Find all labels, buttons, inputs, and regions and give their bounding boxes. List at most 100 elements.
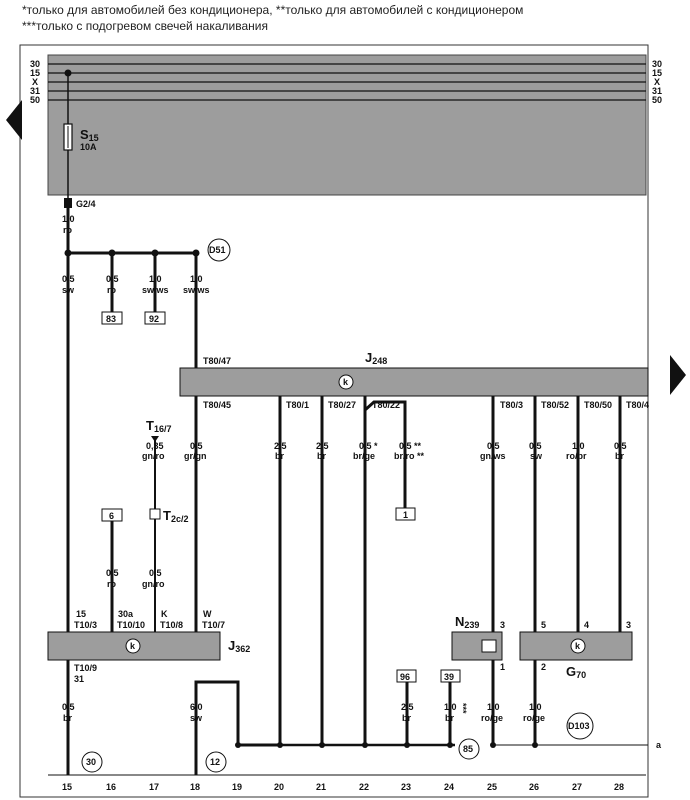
column-number: 20 bbox=[274, 782, 284, 792]
j248-pin: T80/52 bbox=[541, 400, 569, 410]
column-number: 28 bbox=[614, 782, 624, 792]
branch-3-color: sw/ws bbox=[142, 285, 169, 295]
column-number: 18 bbox=[190, 782, 200, 792]
j362-pin: T10/8 bbox=[160, 620, 183, 630]
j362-pin: T10/3 bbox=[74, 620, 97, 630]
wire-color: ro/ge bbox=[523, 713, 545, 723]
wire-color: br bbox=[402, 713, 411, 723]
column-number: 15 bbox=[62, 782, 72, 792]
n239-pin-out: 1 bbox=[500, 662, 505, 672]
rail-label-15: 15 bbox=[30, 68, 40, 78]
j362-pin: T10/7 bbox=[202, 620, 225, 630]
j248-pin-labels: T80/45 T80/1 T80/27 T80/22 T80/3 T80/52 … bbox=[203, 400, 649, 410]
bus-dot bbox=[277, 742, 283, 748]
j362-out-pin: T10/9 bbox=[74, 663, 97, 673]
lower-wire-color: gn/ro bbox=[142, 579, 165, 589]
wire-size: 0,5 bbox=[529, 441, 542, 451]
bus-dot bbox=[235, 742, 241, 748]
prev-page-arrow-icon[interactable] bbox=[6, 100, 22, 140]
ref-box-1 bbox=[395, 507, 416, 521]
t2c-2-name: T2c/2 bbox=[163, 508, 188, 524]
bus-dot bbox=[319, 742, 325, 748]
j248-pin: T80/27 bbox=[328, 400, 356, 410]
bus-dot bbox=[404, 742, 410, 748]
wire-color: br bbox=[63, 713, 72, 723]
ref-box-83 bbox=[101, 311, 123, 325]
wire-color: sw bbox=[530, 451, 543, 461]
j248-name: J248 bbox=[365, 350, 387, 366]
wire-mark: *** bbox=[458, 703, 468, 714]
ground-30-label: 30 bbox=[86, 757, 96, 767]
lower-wire-size: 0,5 bbox=[149, 568, 162, 578]
control-unit-j248 bbox=[179, 367, 649, 397]
connector-g2-4 bbox=[64, 198, 72, 208]
wire-size: 0,5 bbox=[190, 441, 203, 451]
j362-k-symbol-icon bbox=[125, 638, 141, 654]
t16-wire-size: 0,35 bbox=[146, 441, 164, 451]
d51-label: D51 bbox=[209, 245, 226, 255]
next-page-arrow-icon[interactable] bbox=[670, 355, 686, 395]
footnote-line-1: *только для автомобилей без кондиционера… bbox=[22, 3, 524, 17]
rail-label-30: 30 bbox=[30, 59, 40, 69]
branch-1-size: 0,5 bbox=[62, 274, 75, 284]
g70-pin: 3 bbox=[626, 620, 631, 630]
wire-size: 1,0 bbox=[572, 441, 585, 451]
valve-symbol-icon bbox=[481, 639, 497, 653]
ref-83-label: 83 bbox=[106, 314, 116, 324]
j362-pin-labels: 15 T10/3 30a T10/10 K T10/8 W T10/7 bbox=[74, 609, 225, 630]
ref-box-92 bbox=[144, 311, 166, 325]
t2c-2-connector-icon bbox=[149, 508, 161, 520]
t16-7-name: T16/7 bbox=[146, 418, 171, 434]
ground-85-label: 85 bbox=[463, 744, 473, 754]
column-number: 26 bbox=[529, 782, 539, 792]
ground-d103-label: D103 bbox=[568, 721, 590, 731]
j362-pin: T10/10 bbox=[117, 620, 145, 630]
t16-wire-color: gn/ro bbox=[142, 451, 165, 461]
ref-96-label: 96 bbox=[400, 672, 410, 682]
g70-k-symbol-icon bbox=[570, 638, 586, 654]
ref-92-label: 92 bbox=[149, 314, 159, 324]
j248-k-letter: k bbox=[343, 377, 349, 387]
bottom-wire-labels: 0,5 br 6,0 sw 2,5 br 1,0 br *** 1,0 ro/g… bbox=[62, 702, 545, 723]
ref-1-label: 1 bbox=[403, 510, 408, 520]
rail-label-50-right: 50 bbox=[652, 95, 662, 105]
branch-1-color: sw bbox=[62, 285, 75, 295]
wire-color: br bbox=[445, 713, 454, 723]
ground-marker-85 bbox=[458, 738, 480, 760]
j248-pin: T80/45 bbox=[203, 400, 231, 410]
j248-pin: T80/50 bbox=[584, 400, 612, 410]
j248-pin: T80/4 bbox=[626, 400, 649, 410]
branch-2-size: 0,5 bbox=[106, 274, 119, 284]
column-number: 17 bbox=[149, 782, 159, 792]
ground-marker-12 bbox=[205, 751, 227, 773]
branch-3-size: 1,0 bbox=[149, 274, 162, 284]
feed-wire-size: 1,0 bbox=[62, 214, 75, 224]
bus-dot bbox=[490, 742, 496, 748]
wire-color: br bbox=[317, 451, 326, 461]
column-number: 23 bbox=[401, 782, 411, 792]
diagram-frame bbox=[19, 44, 649, 798]
j362-terminal: 30a bbox=[118, 609, 134, 619]
rail-label-31: 31 bbox=[30, 86, 40, 96]
rail-label-x: X bbox=[32, 77, 38, 87]
wire-color: br/ge bbox=[353, 451, 375, 461]
t16-7-connector-icon bbox=[151, 436, 159, 442]
wire-size: 2,5 bbox=[401, 702, 414, 712]
wire-color: br/ro ** bbox=[394, 451, 425, 461]
j362-out-term: 31 bbox=[74, 674, 84, 684]
j362-terminal: K bbox=[161, 609, 168, 619]
j362-k-letter: k bbox=[130, 641, 136, 651]
ref-6-label: 6 bbox=[109, 511, 114, 521]
lower-wire-size: 0,5 bbox=[106, 568, 119, 578]
g70-pin-out: 2 bbox=[541, 662, 546, 672]
wire-size: 0,5 bbox=[62, 702, 75, 712]
feed-wire-color: ro bbox=[63, 225, 73, 235]
column-number: 16 bbox=[106, 782, 116, 792]
j248-pin: T80/3 bbox=[500, 400, 523, 410]
wire-size: 0,5 ** bbox=[399, 441, 422, 451]
rail-label-31-right: 31 bbox=[652, 86, 662, 96]
j362-terminal: W bbox=[203, 609, 212, 619]
footnotes: *только для автомобилей без кондиционера… bbox=[22, 2, 523, 34]
j248-k-symbol-icon bbox=[338, 374, 354, 390]
